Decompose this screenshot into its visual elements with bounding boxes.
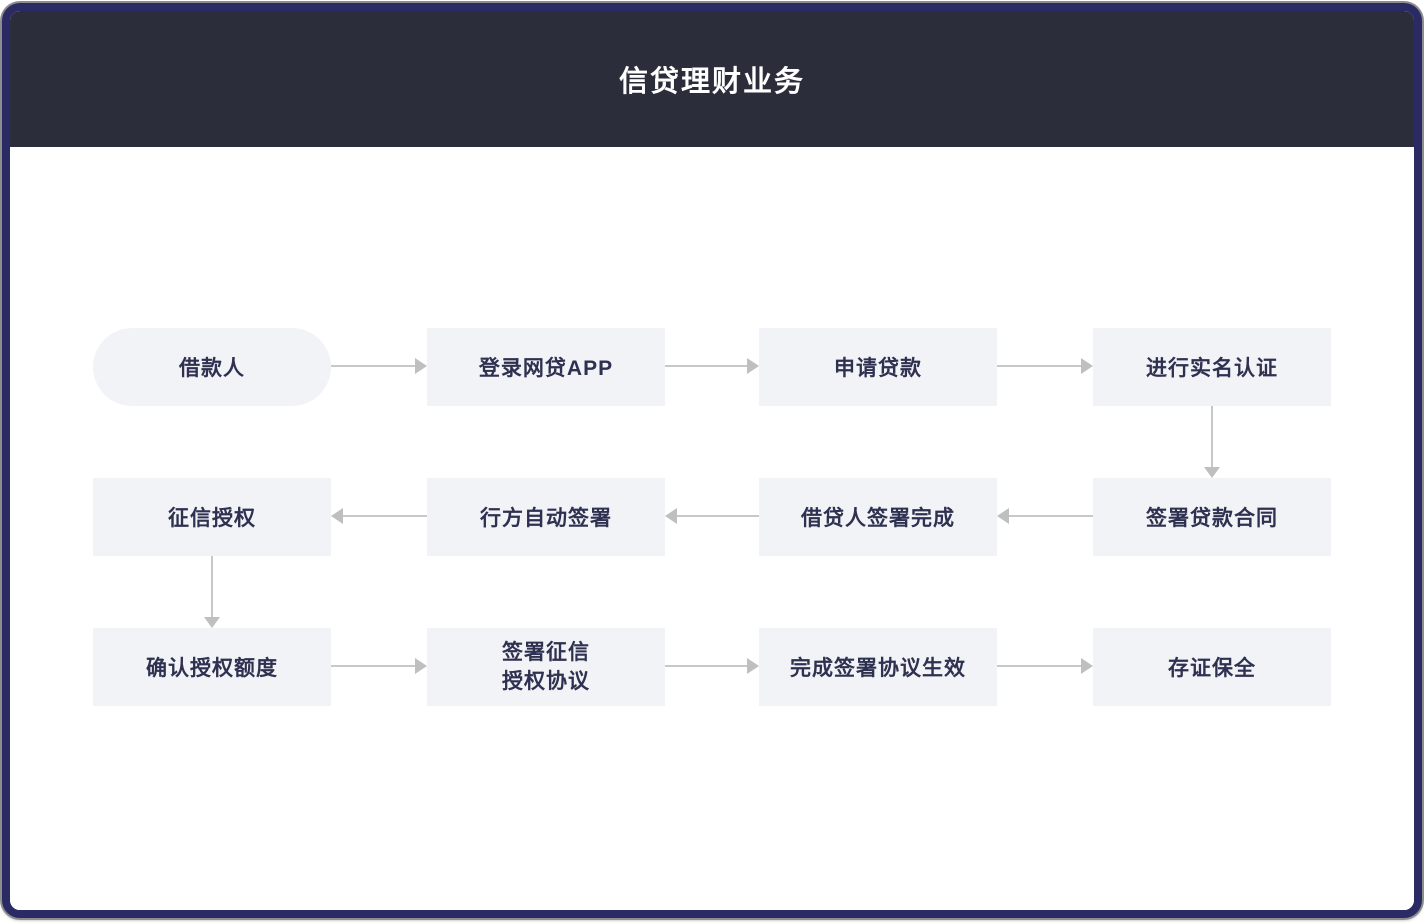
node-label-line1: 签署征信 — [502, 641, 590, 664]
arrow-right-agreement-to-effective — [665, 658, 759, 674]
arrow-left-autosign-to-creditauth — [331, 508, 427, 524]
arrow-left-contract-to-signdone — [997, 508, 1093, 524]
page-title: 信贷理财业务 — [618, 66, 805, 98]
arrow-down-creditauth-to-limit — [204, 556, 220, 628]
card-header: 信贷理财业务 — [10, 11, 1414, 147]
node-login-app: 登录网贷APP — [427, 328, 665, 406]
node-credit-authorization: 征信授权 — [93, 478, 331, 556]
node-borrower: 借款人 — [93, 328, 331, 406]
arrow-right-borrower-to-login — [331, 358, 427, 374]
node-sign-loan-contract: 签署贷款合同 — [1093, 478, 1331, 556]
node-bank-auto-sign: 行方自动签署 — [427, 478, 665, 556]
node-confirm-credit-limit: 确认授权额度 — [93, 628, 331, 706]
arrow-right-apply-to-auth — [997, 358, 1093, 374]
arrow-right-limit-to-agreement — [331, 658, 427, 674]
node-real-name-auth: 进行实名认证 — [1093, 328, 1331, 406]
flowchart-canvas: 借款人 登录网贷APP 申请贷款 进行实名认证 签署贷款合同 借贷人签署完成 行… — [10, 147, 1414, 910]
node-apply-loan: 申请贷款 — [759, 328, 997, 406]
node-evidence-preservation: 存证保全 — [1093, 628, 1331, 706]
arrow-right-login-to-apply — [665, 358, 759, 374]
arrow-left-signdone-to-autosign — [665, 508, 759, 524]
node-agreement-effective: 完成签署协议生效 — [759, 628, 997, 706]
arrow-down-auth-to-contract — [1204, 406, 1220, 478]
node-label-line2: 授权协议 — [502, 670, 590, 693]
arrow-right-effective-to-evidence — [997, 658, 1093, 674]
node-borrower-sign-done: 借贷人签署完成 — [759, 478, 997, 556]
node-sign-credit-agreement: 签署征信 授权协议 — [427, 628, 665, 706]
flowchart-card: 信贷理财业务 借款人 登录网贷APP 申请贷款 进行实名认证 签署贷款合同 借贷… — [2, 3, 1422, 918]
